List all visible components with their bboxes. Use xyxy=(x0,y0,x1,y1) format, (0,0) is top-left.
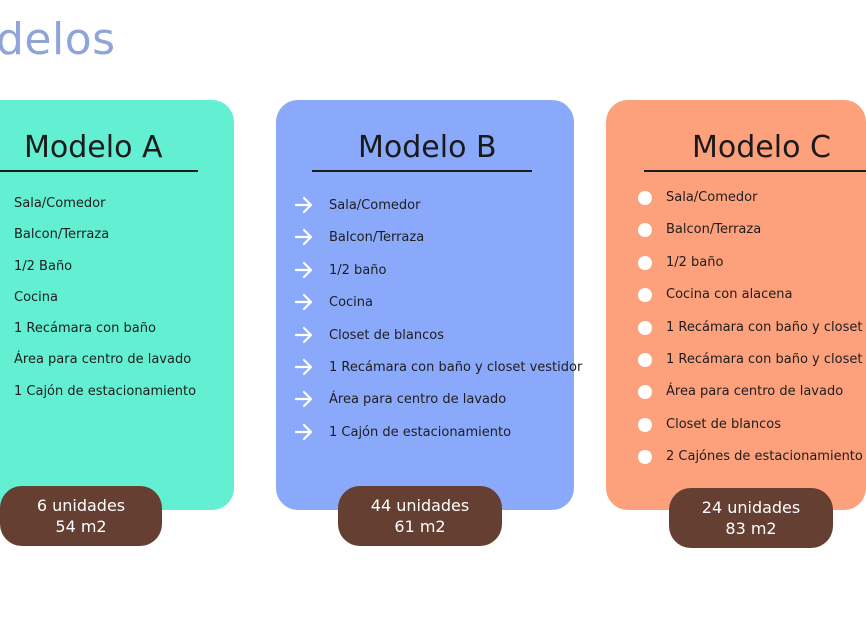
units-count: 24 unidades xyxy=(701,498,801,517)
feature-item: 1/2 baño xyxy=(638,255,863,287)
feature-item: 1 Recámara con baño xyxy=(14,321,196,352)
feature-item: Sala/Comedor xyxy=(14,196,196,227)
feature-label: 1 Recámara con baño y closet xyxy=(666,319,863,335)
dot-bullet-icon xyxy=(638,191,652,205)
arrow-right-icon xyxy=(294,423,313,440)
feature-item: Closet de blancos xyxy=(638,417,863,449)
feature-label: Área para centro de lavado xyxy=(14,352,192,368)
feature-list: Sala/Comedor Balcon/Terraza 1/2 baño Coc… xyxy=(294,196,583,457)
title-divider xyxy=(312,170,532,172)
feature-item: 1/2 Baño xyxy=(14,259,196,290)
feature-item: Closet de blancos xyxy=(294,326,582,360)
feature-label: Sala/Comedor xyxy=(666,190,758,205)
feature-label: Balcon/Terraza xyxy=(329,230,425,246)
model-b-units-badge: 44 unidades 61 m2 xyxy=(338,486,502,546)
feature-item: Cocina xyxy=(294,294,582,327)
dot-bullet-icon xyxy=(638,450,652,465)
feature-label: Balcon/Terraza xyxy=(14,227,110,243)
feature-label: Área para centro de lavado xyxy=(666,384,844,400)
feature-item: 1 Recámara con baño y closet vestidor xyxy=(294,358,583,392)
feature-label: Sala/Comedor xyxy=(329,198,421,213)
feature-label: Closet de blancos xyxy=(666,416,781,432)
unit-area: 54 m2 xyxy=(55,517,107,536)
feature-label: 2 Cajónes de estacionamiento xyxy=(666,449,863,465)
feature-label: Cocina con alacena xyxy=(666,287,793,303)
dot-bullet-icon xyxy=(638,223,652,238)
model-a-card: Modelo A Sala/Comedor Balcon/Terraza 1/2… xyxy=(0,100,234,510)
dot-bullet-icon xyxy=(638,417,652,432)
title-divider xyxy=(644,170,866,172)
feature-item: 1 Recámara con baño y closet xyxy=(638,320,863,352)
arrow-right-icon xyxy=(294,358,313,376)
units-count: 44 unidades xyxy=(370,496,470,515)
model-c-card: Modelo C Sala/Comedor Balcon/Terraza 1/2… xyxy=(606,100,866,510)
arrow-right-icon xyxy=(294,196,313,214)
model-b-card: Modelo B Sala/Comedor Balcon/Terraza 1/2… xyxy=(276,100,582,510)
card-title: Modelo B xyxy=(358,130,497,165)
feature-item: Sala/Comedor xyxy=(294,196,582,230)
feature-label: 1/2 baño xyxy=(666,254,724,270)
feature-item: 1 Cajón de estacionamiento xyxy=(14,384,196,415)
feature-item: Balcon/Terraza xyxy=(14,227,196,258)
feature-label: 1/2 Baño xyxy=(14,258,73,274)
feature-label: 1 Recámara con baño y closet vestidor xyxy=(329,359,583,375)
dot-bullet-icon xyxy=(638,288,652,303)
feature-item: Balcon/Terraza xyxy=(294,229,582,262)
feature-list: Sala/Comedor Balcon/Terraza 1/2 baño Coc… xyxy=(638,190,863,482)
feature-label: Sala/Comedor xyxy=(14,196,106,211)
feature-label: Cocina xyxy=(329,295,373,311)
feature-item: 1 Recámara con baño y closet xyxy=(638,352,863,384)
feature-item: 2 Cajónes de estacionamiento xyxy=(638,449,863,481)
feature-item: Cocina con alacena xyxy=(638,287,863,319)
arrow-right-icon xyxy=(294,326,313,343)
card-title: Modelo C xyxy=(692,130,831,165)
feature-list: Sala/Comedor Balcon/Terraza 1/2 Baño Coc… xyxy=(14,196,196,415)
feature-item: Cocina xyxy=(14,290,196,321)
arrow-right-icon xyxy=(294,294,313,311)
card-title: Modelo A xyxy=(24,130,163,165)
feature-label: Cocina xyxy=(14,289,58,305)
feature-item: 1 Cajón de estacionamiento xyxy=(294,423,582,457)
model-a-units-badge: 6 unidades 54 m2 xyxy=(0,486,162,546)
feature-label: Área para centro de lavado xyxy=(329,392,507,408)
dot-bullet-icon xyxy=(638,255,652,270)
feature-item: Área para centro de lavado xyxy=(14,352,196,383)
feature-item: 1/2 baño xyxy=(294,261,582,295)
feature-label: 1/2 baño xyxy=(329,262,387,278)
feature-label: 1 Recámara con baño xyxy=(14,321,156,337)
units-count: 6 unidades xyxy=(36,496,126,515)
feature-item: Área para centro de lavado xyxy=(638,384,863,416)
arrow-right-icon xyxy=(294,391,313,408)
dot-bullet-icon xyxy=(638,352,652,367)
model-c-units-badge: 24 unidades 83 m2 xyxy=(669,488,833,548)
feature-label: Closet de blancos xyxy=(329,327,444,343)
feature-label: 1 Cajón de estacionamiento xyxy=(329,424,512,440)
feature-item: Sala/Comedor xyxy=(638,190,863,222)
title-divider xyxy=(0,170,198,172)
feature-label: 1 Recámara con baño y closet xyxy=(666,351,863,367)
dot-bullet-icon xyxy=(638,320,652,335)
arrow-right-icon xyxy=(294,261,313,278)
feature-label: 1 Cajón de estacionamiento xyxy=(14,383,197,399)
unit-area: 83 m2 xyxy=(725,519,777,538)
dot-bullet-icon xyxy=(638,385,652,400)
feature-label: Balcon/Terraza xyxy=(666,222,762,238)
feature-item: Balcon/Terraza xyxy=(638,222,863,254)
feature-item: Área para centro de lavado xyxy=(294,391,582,424)
unit-area: 61 m2 xyxy=(394,517,446,536)
arrow-right-icon xyxy=(294,229,313,246)
page-title: delos xyxy=(0,14,116,65)
